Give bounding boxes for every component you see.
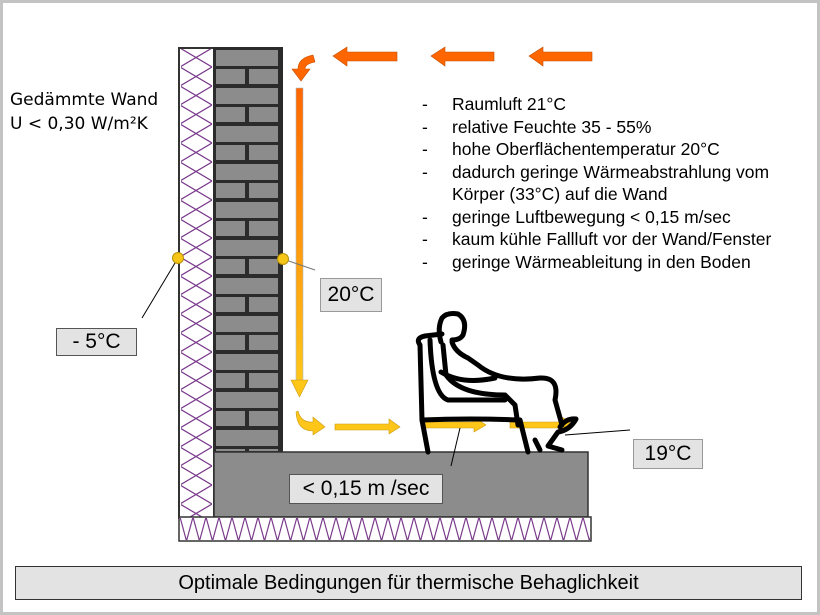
downdraft-arrow (290, 87, 309, 398)
conditions-list: -Raumluft 21°C -relative Feuchte 35 - 55… (422, 93, 771, 273)
condition-item: -kaum kühle Fallluft vor der Wand/Fenste… (422, 229, 772, 249)
condition-item: -geringe Luftbewegung < 0,15 m/sec (422, 206, 731, 227)
seated-person-icon (415, 311, 579, 455)
condition-item: -dadurch geringe Wärmeabstrahlung vom (422, 161, 770, 182)
wall-insulation (178, 47, 215, 519)
wall-u-value: U < 0,30 W/m²K (10, 114, 148, 134)
brick-wall (213, 47, 283, 453)
condition-item: -relative Feuchte 35 - 55% (422, 116, 652, 137)
outer-surface-temp-label: - 5°C (56, 328, 137, 356)
condition-item: -geringe Wärmeableitung in den Boden (422, 251, 751, 272)
floor-insulation (178, 516, 592, 542)
diagram-caption: Optimale Bedingungen für thermische Beha… (15, 566, 802, 600)
warm-air-arrows (291, 46, 593, 82)
wall-title: Gedämmte Wand (10, 90, 159, 110)
condition-item-continuation: Körper (33°C) auf die Wand (452, 184, 668, 204)
wall-description: Gedämmte Wand U < 0,30 W/m²K (10, 88, 158, 136)
feet-temp-label: 19°C (633, 439, 703, 469)
measurement-markers (141, 252, 631, 467)
floor-air-arrows (295, 410, 575, 436)
air-speed-label: < 0,15 m /sec (289, 474, 443, 504)
inner-surface-temp-label: 20°C (320, 278, 382, 312)
condition-item: -hohe Oberflächentemperatur 20°C (422, 139, 720, 159)
condition-item: -Raumluft 21°C (422, 94, 566, 114)
